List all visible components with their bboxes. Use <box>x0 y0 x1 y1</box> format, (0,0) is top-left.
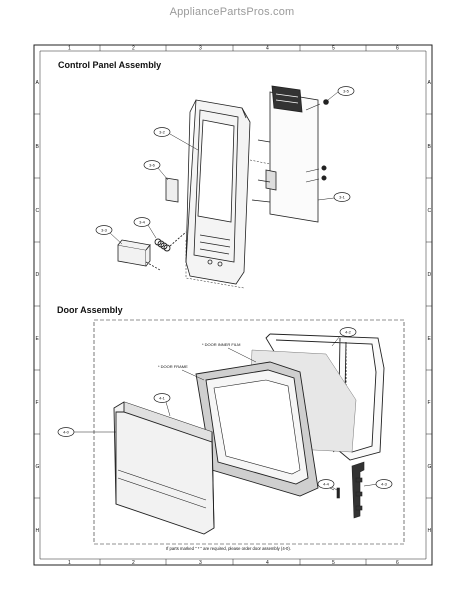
row-ticks <box>34 113 432 499</box>
col-label-bottom-5: 5 <box>332 560 335 566</box>
row-label-left-G: G <box>36 464 40 470</box>
callout-4-4: 4-4 <box>317 479 335 489</box>
callout-3-6-label: 3-6 <box>149 162 156 167</box>
col-label-top-4: 4 <box>266 46 269 52</box>
control-panel-frame <box>185 99 251 285</box>
screw-group <box>305 99 329 183</box>
row-label-right-B: B <box>428 144 432 150</box>
assembly-leader-lines <box>185 159 271 289</box>
col-label-bottom-2: 2 <box>132 560 135 566</box>
callout-4-4-label: 4-4 <box>323 481 330 486</box>
door-front-panel <box>113 401 215 535</box>
callout-3-3-label: 3-3 <box>101 227 108 232</box>
row-label-right-G: G <box>428 464 432 470</box>
door-spring <box>154 231 187 252</box>
callout-3-4-label: 3-4 <box>139 219 146 224</box>
door-frame-label: * DOOR FRAME <box>158 364 188 369</box>
callout-3-2: 3-2 <box>153 127 199 151</box>
callout-4-2: 4-2 <box>339 327 357 337</box>
col-label-bottom-4: 4 <box>266 560 269 566</box>
row-label-left-E: E <box>36 336 40 342</box>
column-ticks <box>99 45 367 565</box>
row-label-left-F: F <box>36 400 39 406</box>
row-label-left-B: B <box>36 144 40 150</box>
callout-3-6: 3-6 <box>143 160 169 181</box>
door-open-button <box>117 239 161 271</box>
callout-3-5: 3-5 <box>327 86 355 101</box>
row-label-left-D: D <box>36 272 40 278</box>
row-label-right-H: H <box>428 528 432 534</box>
callout-3-1-label: 3-1 <box>339 194 346 199</box>
col-label-top-5: 5 <box>332 46 335 52</box>
col-label-top-2: 2 <box>132 46 135 52</box>
col-label-bottom-1: 1 <box>68 560 71 566</box>
callout-4-0: 4-0 <box>57 427 94 437</box>
callout-3-1: 3-1 <box>317 192 351 202</box>
col-label-bottom-6: 6 <box>396 560 399 566</box>
decoration-plate <box>165 177 179 203</box>
door-latch-hook <box>351 461 365 519</box>
callout-4-2-label: 4-2 <box>345 329 352 334</box>
col-label-top-1: 1 <box>68 46 71 52</box>
callout-4-1: 4-1 <box>153 393 171 403</box>
callout-3-2-label: 3-2 <box>159 129 166 134</box>
col-label-bottom-3: 3 <box>199 560 202 566</box>
callout-3-5-label: 3-5 <box>343 88 350 93</box>
row-label-right-A: A <box>428 80 432 86</box>
control-panel-title: Control Panel Assembly <box>58 60 161 70</box>
callout-3-3: 3-3 <box>95 225 123 245</box>
footnote-text: If parts marked " * " are required, plea… <box>166 546 291 551</box>
row-label-left-H: H <box>36 528 40 534</box>
row-label-right-F: F <box>428 400 431 406</box>
control-pcb <box>251 85 319 223</box>
col-label-top-3: 3 <box>199 46 202 52</box>
callout-4-0-label: 4-0 <box>63 429 70 434</box>
row-label-left-A: A <box>36 80 40 86</box>
door-inner-film-label: * DOOR INNER FILM <box>202 342 240 347</box>
callout-4-3-label: 4-3 <box>381 481 388 486</box>
door-assembly-title: Door Assembly <box>57 305 123 315</box>
callout-3-4: 3-4 <box>133 217 157 239</box>
door-frame <box>195 361 319 497</box>
callout-4-3: 4-3 <box>375 479 393 489</box>
row-label-right-C: C <box>428 208 432 214</box>
callout-4-1-label: 4-1 <box>159 395 166 400</box>
row-label-right-E: E <box>428 336 432 342</box>
row-label-right-D: D <box>428 272 432 278</box>
watermark-text: AppliancePartsPros.com <box>169 6 295 18</box>
row-label-left-C: C <box>36 208 40 214</box>
col-label-top-6: 6 <box>396 46 399 52</box>
